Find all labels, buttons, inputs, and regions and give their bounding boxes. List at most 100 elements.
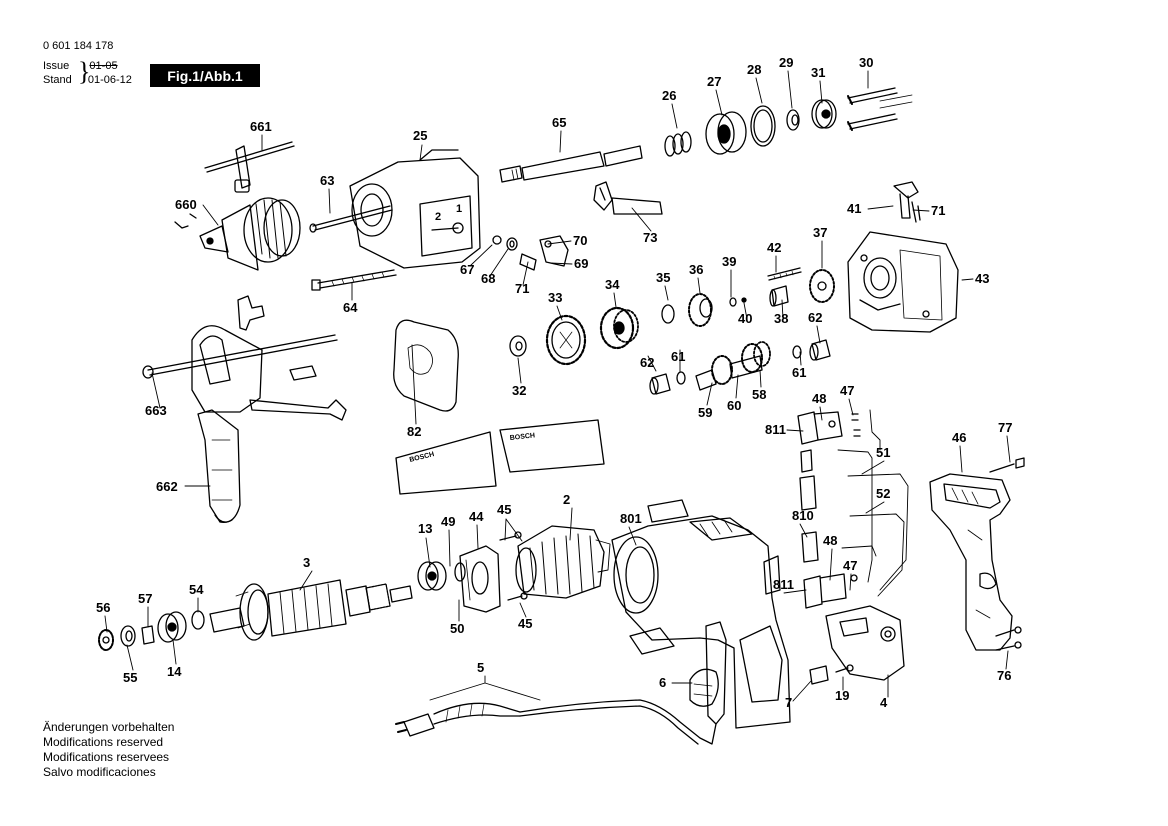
washer-49: [454, 562, 466, 582]
issue-row: Issue 01-05: [43, 60, 118, 73]
callout-label: 39: [722, 254, 736, 269]
gear-plate: [847, 231, 959, 333]
chuck-screw: [174, 213, 197, 229]
cable-guard-6: [689, 621, 727, 725]
callout-label: 73: [643, 230, 657, 245]
ring-54: [191, 610, 205, 630]
callout-label: 6: [659, 675, 666, 690]
screw-19: [835, 664, 854, 673]
note-es: Salvo modificaciones: [43, 765, 156, 779]
callout-label: 38: [774, 311, 788, 326]
callout-label: 59: [698, 405, 712, 420]
callout-label: 62: [808, 310, 822, 325]
callout-label: 48: [812, 391, 826, 406]
callout-label: 68: [481, 271, 495, 286]
gear-37: [809, 269, 835, 303]
sleeve-57: [141, 625, 155, 645]
callout-label: 810: [792, 508, 814, 523]
gear-housing: 2 1: [349, 149, 481, 269]
side-handle: [142, 295, 347, 524]
callout-label: 63: [320, 173, 334, 188]
callout-label: 54: [189, 582, 204, 597]
callout-label: 61: [671, 349, 685, 364]
callout-label: 27: [707, 74, 721, 89]
callout-label: 55: [123, 670, 137, 685]
cover-plate-801: [629, 499, 689, 655]
capacitor-7: [809, 665, 829, 685]
callout-label: 28: [747, 62, 761, 77]
gear-33: [545, 314, 587, 366]
callout-label: 32: [512, 383, 526, 398]
callout-label: 40: [738, 311, 752, 326]
callout-label: 48: [823, 533, 837, 548]
note-fr: Modifications reservees: [43, 750, 170, 764]
washer-55: [120, 625, 136, 647]
callout-label: 45: [497, 502, 511, 517]
brush-holder-upper: [797, 411, 861, 445]
callout-label: 811: [773, 577, 794, 592]
callout-label: 35: [656, 270, 670, 285]
callout-label: 662: [156, 479, 178, 494]
bushing-38: [769, 285, 789, 307]
callout-label: 71: [515, 281, 529, 296]
callout-label: 25: [413, 128, 427, 143]
callout-label: 34: [605, 277, 620, 292]
callout-label: 77: [998, 420, 1012, 435]
washer-32: [509, 335, 527, 357]
callout-label: 2: [563, 492, 570, 507]
washer-29: [786, 109, 800, 131]
gear-34: [599, 306, 639, 350]
callout-label: 42: [767, 240, 781, 255]
pin-42: [767, 267, 802, 281]
callout-label: 56: [96, 600, 110, 615]
nut-56: [98, 629, 114, 651]
bearing-62-upper: [809, 339, 831, 361]
callout-label: 57: [138, 591, 152, 606]
circlip-39: [729, 297, 747, 307]
spindle: [499, 145, 643, 183]
callout-label: 82: [407, 424, 421, 439]
issue-label: Issue: [43, 60, 70, 72]
callout-label: 64: [343, 300, 358, 315]
callout-label: 3: [303, 555, 310, 570]
bearing-27: [705, 111, 747, 155]
selector-plate-text: 1: [456, 203, 462, 215]
switch: [825, 605, 905, 681]
shift-fork: [593, 181, 663, 215]
small-parts-switch: [492, 235, 569, 271]
callout-label: 5: [477, 660, 484, 675]
spring-26: [664, 131, 692, 157]
washer-61-lower: [676, 371, 686, 385]
field-winding: [515, 525, 611, 599]
callout-label: 45: [518, 616, 532, 631]
callout-label: 44: [469, 509, 484, 524]
screw-77: [989, 457, 1025, 473]
callout-label: 47: [843, 558, 857, 573]
lever-41: [893, 181, 921, 223]
callout-label: 26: [662, 88, 676, 103]
callout-label: 52: [876, 486, 890, 501]
motor-housing: [611, 515, 791, 729]
callout-label: 43: [975, 271, 989, 286]
note-de: Änderungen vorbehalten: [43, 720, 175, 734]
label-plates: BOSCH BOSCH: [395, 419, 605, 495]
circlip-28: [750, 105, 776, 147]
callout-label: 61: [792, 365, 806, 380]
callout-label: 69: [574, 256, 588, 271]
callout-label: 62: [640, 355, 654, 370]
screws-76: [995, 626, 1022, 651]
screws-45: [499, 531, 528, 601]
callout-label: 7: [785, 695, 792, 710]
bearing-13: [417, 561, 447, 591]
callout-labels: 661 25 65 26 27 28 29 31 30 63 660 70 69…: [96, 55, 1012, 710]
selector-plate-text: 2: [435, 211, 441, 223]
callout-label: 71: [931, 203, 945, 218]
callout-label: 58: [752, 387, 766, 402]
figure-badge: Fig.1/Abb.1: [150, 64, 260, 87]
callout-label: 51: [876, 445, 890, 460]
stand-value: 01-06-12: [87, 74, 132, 86]
bearing-14: [157, 611, 187, 643]
stand-label: Stand: [43, 74, 72, 86]
callout-label: 14: [167, 664, 182, 679]
callout-label: 811: [765, 422, 786, 437]
